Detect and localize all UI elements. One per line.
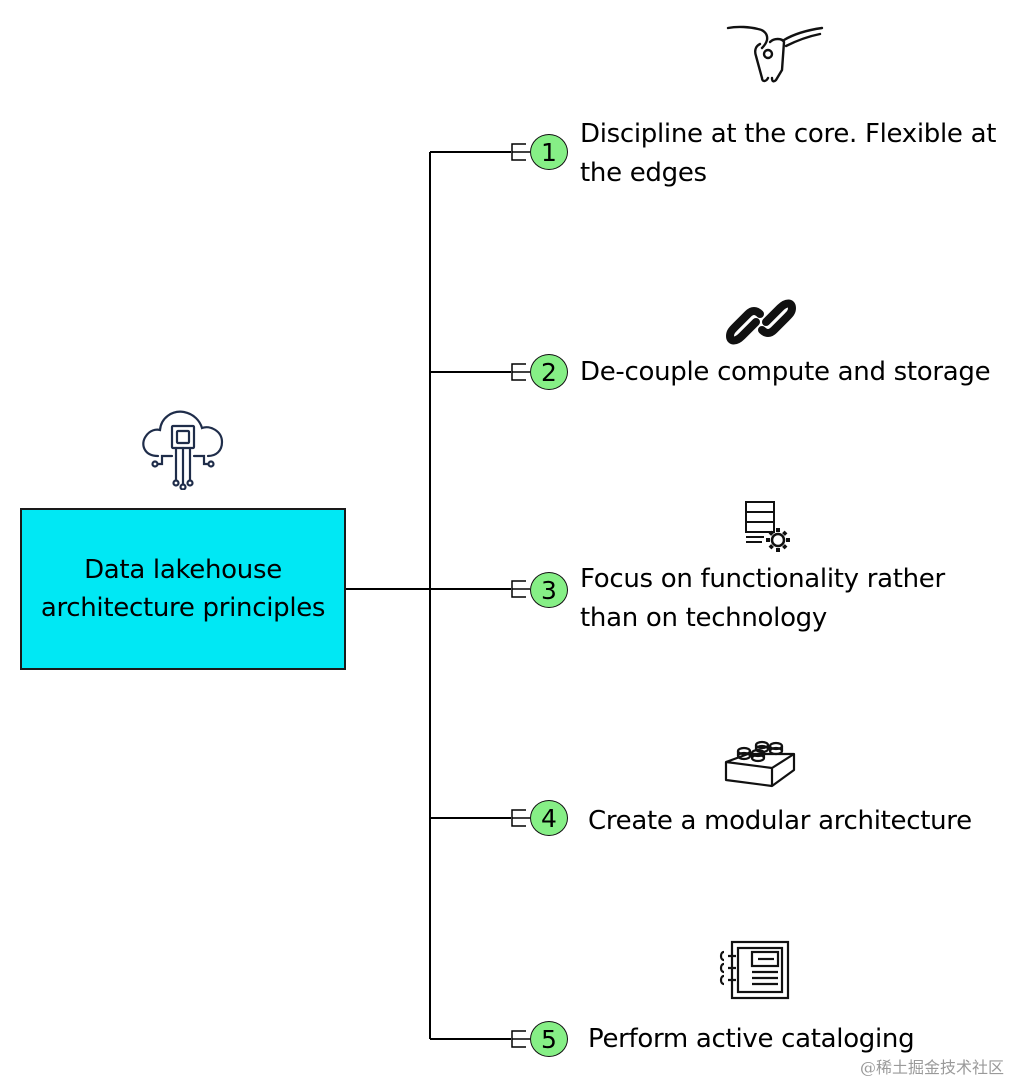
number-badge-4: 4 [530,800,568,836]
watermark: @稀土掘金技术社区 [860,1058,1005,1077]
building-block-icon [722,740,798,794]
notebook-icon [718,938,794,1006]
crowfoot-4 [511,809,530,827]
server-gear-icon [744,500,792,558]
number-badge-2: 2 [530,354,568,390]
root-title: Data lakehouse architecture principles [40,555,326,623]
cloud-chip-icon [136,404,230,494]
principle-5-label: Perform active cataloging [588,1024,915,1054]
principle-3-label: Focus on functionality rather than on te… [580,564,945,633]
crowfoot-2 [511,363,530,381]
number-badge-3: 3 [530,572,568,608]
principle-1-label: Discipline at the core. Flexible at the … [580,119,997,188]
principle-2-label: De-couple compute and storage [580,357,991,387]
crowfoot-3 [511,580,530,598]
chain-link-icon [725,290,797,358]
number-badge-1: 1 [530,134,568,170]
crowfoot-5 [511,1030,530,1048]
gymnast-icon [724,20,826,90]
crowfoot-1 [511,143,530,161]
root-node: Data lakehouse architecture principles [20,508,346,670]
number-badge-5: 5 [530,1021,568,1057]
principle-4-label: Create a modular architecture [588,806,972,836]
